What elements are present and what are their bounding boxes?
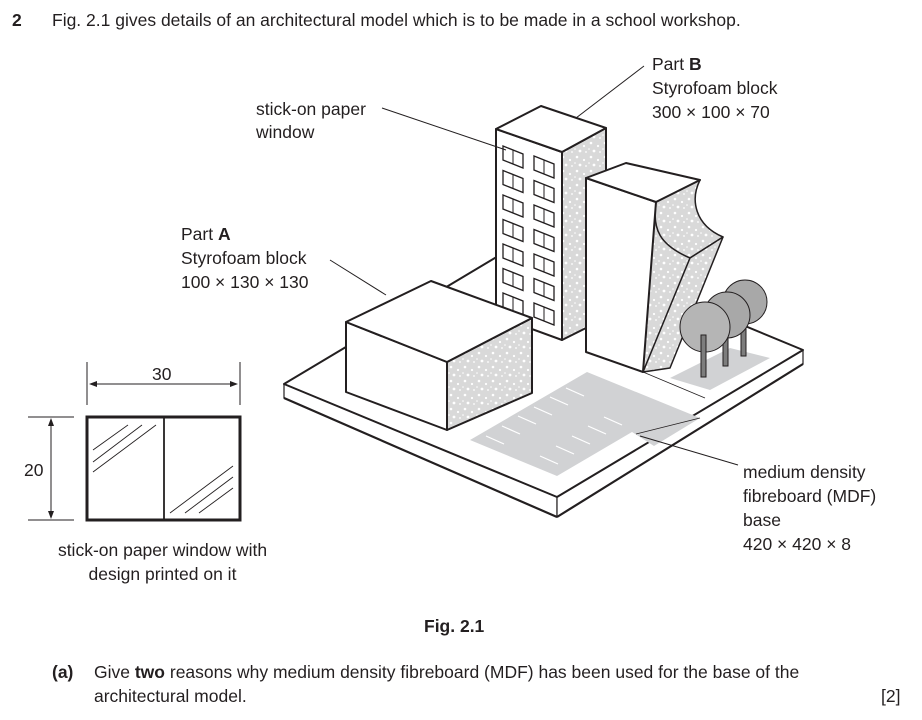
part-b-label: Part B [652, 52, 702, 76]
figure-caption: Fig. 2.1 [424, 616, 485, 636]
part-b-prefix: Part [652, 54, 689, 74]
window-caption-line1: stick-on paper window with [57, 540, 268, 560]
part-b-letter: B [688, 54, 702, 74]
base-label-line2: fibreboard (MDF) [743, 486, 877, 506]
part-a-label: Part A [181, 222, 231, 246]
window-width-label: 30 [152, 364, 172, 384]
subquestion-text: Give two reasons why medium density fibr… [94, 660, 799, 684]
part-b-dims: 300 × 100 × 70 [652, 102, 770, 122]
part-a-prefix: Part [181, 224, 218, 244]
marks: [2] [881, 686, 901, 706]
subquestion-text-before: Give [94, 662, 135, 682]
subquestion-text-after: reasons why medium density fibreboard (M… [165, 662, 800, 682]
base-label-line1: medium density [743, 462, 866, 482]
part-a-dims: 100 × 130 × 130 [181, 272, 309, 292]
window-label-line1: stick-on paper [256, 99, 366, 119]
base-dims: 420 × 420 × 8 [743, 534, 852, 554]
trees [679, 279, 768, 378]
subquestion-line2: architectural model. [94, 686, 247, 706]
part-a-block [345, 280, 533, 431]
tower-windows [502, 145, 555, 326]
window-label-line2: window [256, 122, 315, 142]
leader-lines [329, 65, 739, 466]
subquestion-emphasis: two [134, 662, 165, 682]
subquestion-label: (a) [52, 662, 74, 682]
part-a-letter: A [217, 224, 231, 244]
window-height-label: 20 [24, 460, 44, 480]
part-a-material: Styrofoam block [181, 248, 307, 268]
question-intro: Fig. 2.1 gives details of an architectur… [52, 10, 741, 30]
window-detail [28, 362, 242, 522]
part-b-material: Styrofoam block [652, 78, 778, 98]
base-label-line3: base [743, 510, 781, 530]
curved-block [585, 162, 724, 373]
window-caption-line2: design printed on it [88, 564, 237, 584]
car-park [470, 348, 770, 476]
question-number: 2 [12, 10, 22, 30]
